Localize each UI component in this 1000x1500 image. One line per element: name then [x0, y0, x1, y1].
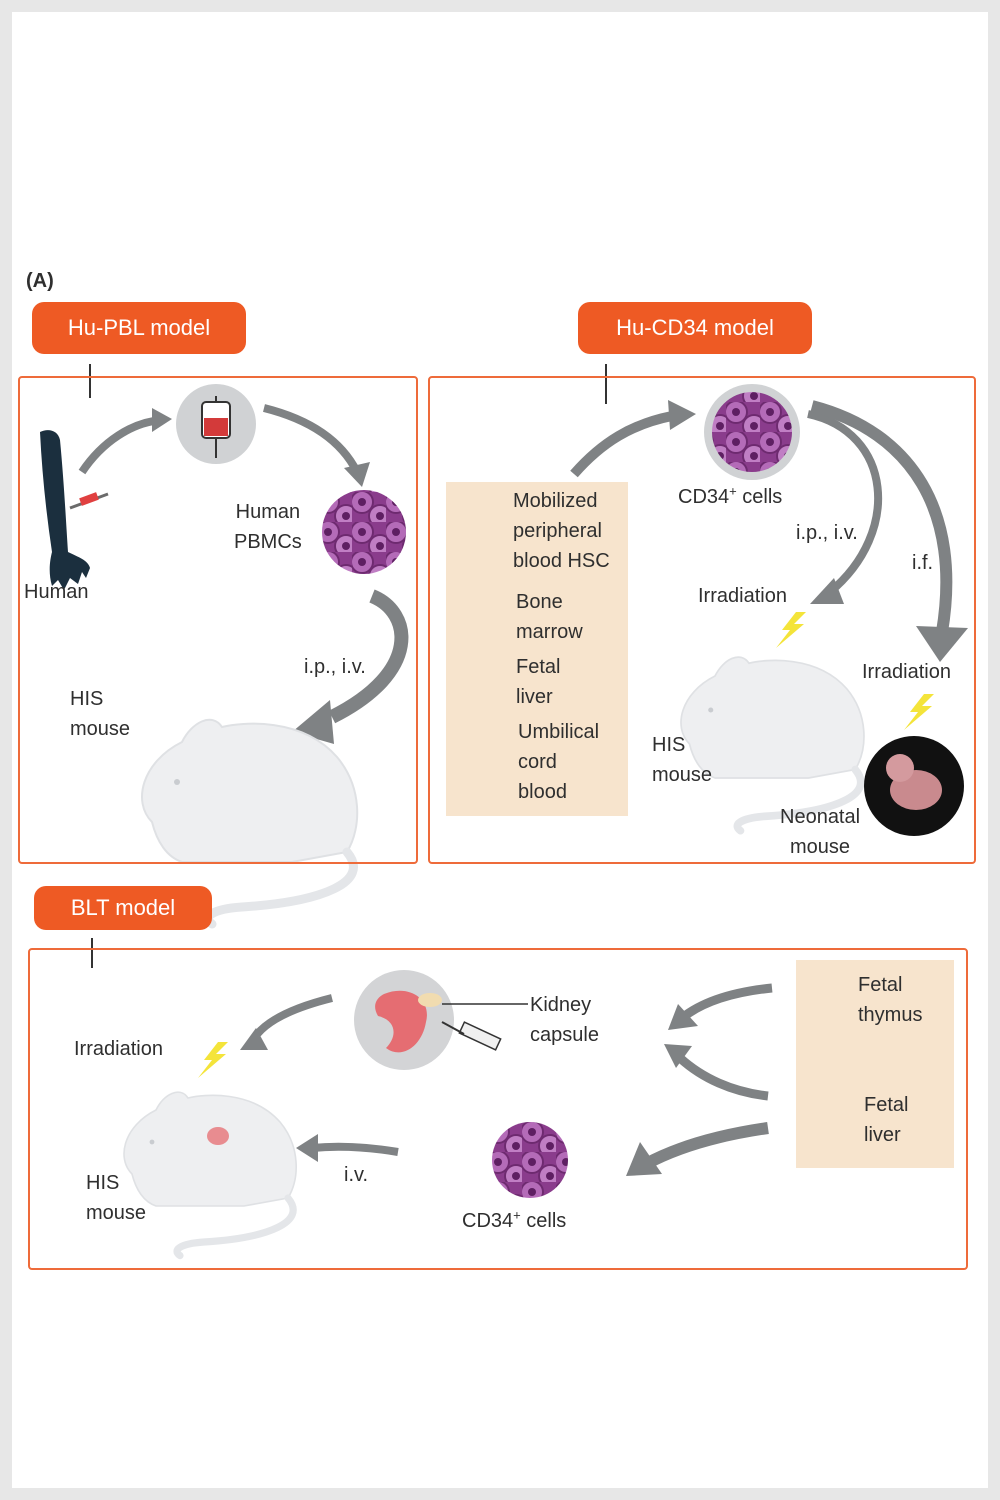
source-label-bone-marrow: Bone marrow — [516, 591, 583, 643]
blood-bag-icon — [176, 384, 256, 464]
fetal-tissue-panel — [796, 960, 954, 1168]
fetal-liver-label: Fetal liver — [864, 1094, 909, 1146]
arrow-pbmc-to-mouse — [328, 589, 409, 724]
blt-irradiation-label: Irradiation — [74, 1038, 163, 1060]
pbmc-cells-icon — [322, 490, 406, 574]
arrow-tissues-to-kidney-2 — [676, 1054, 769, 1101]
kidney-in-mouse-icon — [207, 1127, 229, 1145]
figure-page: (A) Hu-PBL model Human Human PBMCs i.p.,… — [12, 12, 988, 1488]
hu-cd34-mouse-label: HIS mouse — [652, 734, 713, 786]
cd34-cells-icon — [712, 392, 792, 472]
arrow-tissues-to-cd34 — [643, 1122, 769, 1170]
hu-pbl-mouse-label: HIS mouse — [70, 688, 131, 740]
pbmc-label: Human PBMCs — [234, 501, 302, 553]
source-label-mobilized-blood: Mobilized peripheral blood HSC — [513, 490, 610, 572]
arrow-cd34-to-adult — [807, 410, 883, 596]
neonatal-mouse-icon — [864, 736, 964, 836]
hu-cd34-route-neonatal: i.f. — [912, 552, 934, 574]
neonatal-mouse-label: Neonatal mouse — [780, 806, 861, 858]
fetal-thymus-label: Fetal thymus — [858, 974, 923, 1026]
human-arm-icon — [40, 430, 109, 590]
arrow-sources-to-cd34 — [570, 411, 673, 478]
irradiation-label-neonatal: Irradiation — [862, 661, 951, 683]
hu-cd34-model-title: Hu-CD34 model — [578, 302, 812, 354]
kidney-capsule-label: Kidney capsule — [530, 994, 599, 1046]
blt-route-label: i.v. — [344, 1164, 369, 1186]
arrow-tissues-to-kidney-1 — [679, 983, 773, 1022]
kidney-capsule-icon — [354, 970, 528, 1070]
hu-cd34-route-adult: i.p., i.v. — [796, 522, 858, 544]
arrow-bag-to-pbmc — [263, 404, 361, 474]
hu-pbl-panel — [18, 376, 418, 864]
hu-cd34-panel — [428, 376, 976, 864]
blt-cd34-cells-label: CD34+ cells — [462, 1207, 567, 1232]
blt-mouse-label: HIS mouse — [86, 1172, 147, 1224]
arrow-cd34-to-neonatal — [810, 400, 953, 633]
hu-pbl-route-label: i.p., i.v. — [304, 656, 366, 678]
human-label: Human — [24, 581, 89, 603]
irradiation-label-adult: Irradiation — [698, 585, 787, 607]
cd34-cells-icon-blt — [492, 1122, 568, 1198]
arrow-cd34-to-blt-mouse — [311, 1142, 399, 1156]
source-label-cord-blood: Umbilical cord blood — [518, 721, 600, 803]
blt-model-title: BLT model — [34, 886, 212, 930]
panel-label: (A) — [26, 270, 54, 292]
cd34-cells-label: CD34+ cells — [678, 483, 783, 508]
source-label-fetal-liver: Fetal liver — [516, 656, 561, 708]
cell-source-panel — [446, 482, 628, 816]
hu-pbl-model-title: Hu-PBL model — [32, 302, 246, 354]
blt-panel — [28, 948, 968, 1270]
